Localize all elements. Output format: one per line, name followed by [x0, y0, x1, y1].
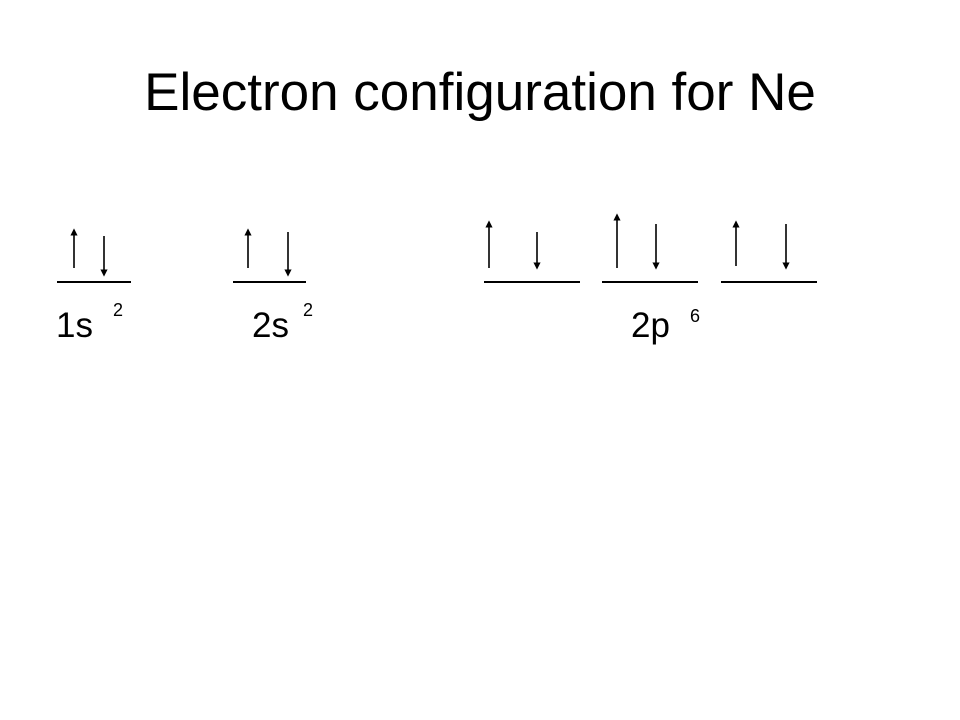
orbital-2s: 2s 2 — [233, 228, 313, 345]
orbital-2p: 2p 6 — [484, 213, 817, 345]
orbital-superscript-2s: 2 — [303, 300, 313, 320]
orbital-superscript-2p: 6 — [690, 306, 700, 326]
orbital-label-2s: 2s — [252, 306, 289, 345]
page-title: Electron configuration for Ne — [144, 63, 816, 122]
orbital-label-1s: 1s — [56, 306, 93, 345]
orbital-superscript-1s: 2 — [113, 300, 123, 320]
orbital-1s: 1s 2 — [56, 228, 131, 345]
orbital-label-2p: 2p — [631, 306, 670, 345]
